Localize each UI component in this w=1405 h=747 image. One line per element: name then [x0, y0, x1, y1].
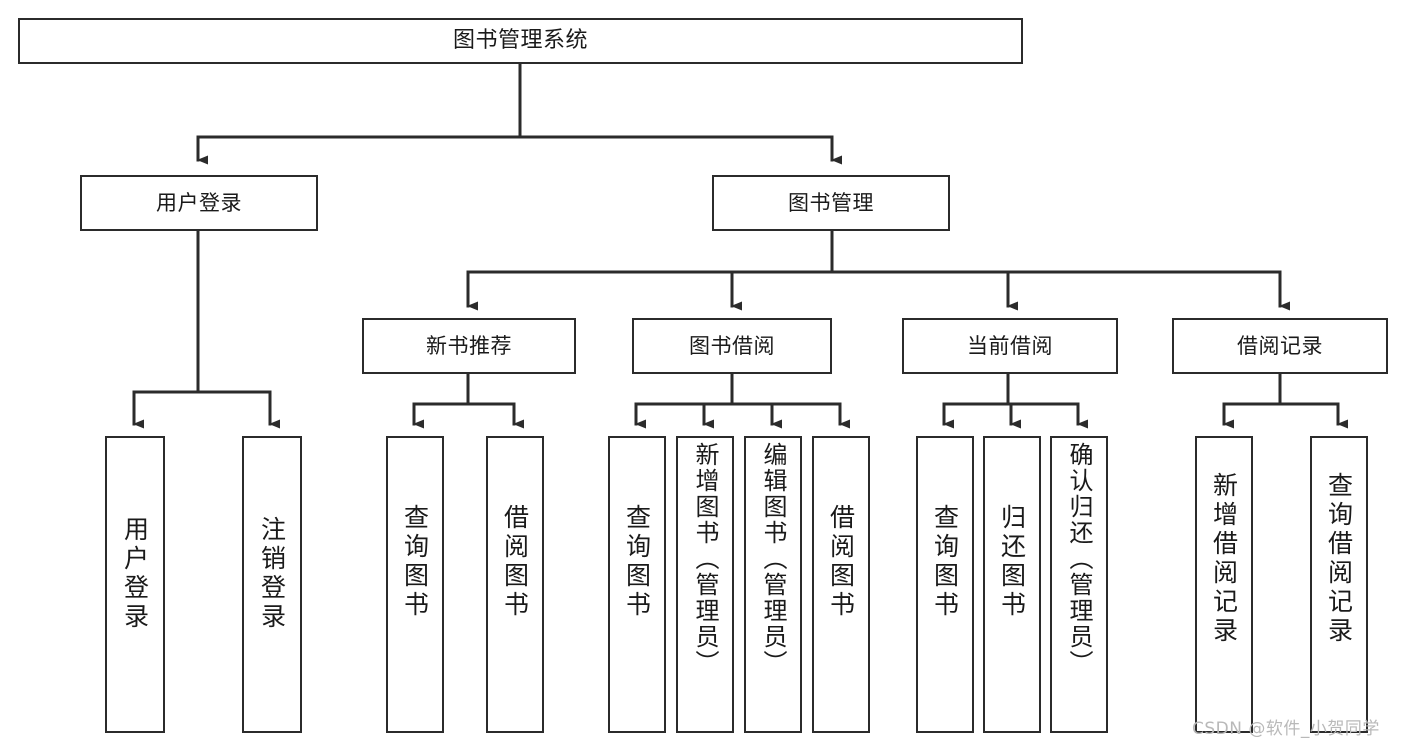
node-label: 归还图书 [997, 504, 1027, 620]
node-label: 新书推荐 [426, 333, 512, 358]
node-leaf-confirm-return-admin[interactable]: 确认归还（管理员） [1050, 436, 1108, 733]
node-root-book-management-system[interactable]: 图书管理系统 [18, 18, 1023, 64]
node-label: 查询图书 [400, 504, 430, 620]
node-leaf-return-book[interactable]: 归还图书 [983, 436, 1041, 733]
node-leaf-borrow-book-borrow[interactable]: 借阅图书 [812, 436, 870, 733]
node-label: 图书管理 [788, 190, 874, 215]
node-borrow-record[interactable]: 借阅记录 [1172, 318, 1388, 374]
node-label: 当前借阅 [967, 333, 1053, 358]
node-label: 新增图书（管理员） [691, 442, 719, 676]
node-leaf-user-logout[interactable]: 注销登录 [242, 436, 302, 733]
node-leaf-query-book-current[interactable]: 查询图书 [916, 436, 974, 733]
node-label: 确认归还（管理员） [1065, 442, 1093, 676]
node-leaf-user-login[interactable]: 用户登录 [105, 436, 165, 733]
node-label: 借阅记录 [1237, 333, 1323, 358]
node-label: 图书管理系统 [452, 28, 588, 54]
node-label: 查询图书 [622, 504, 652, 620]
node-label: 注销登录 [257, 516, 287, 632]
node-book-management[interactable]: 图书管理 [712, 175, 950, 231]
node-label: 新增借阅记录 [1209, 472, 1239, 646]
node-book-borrow[interactable]: 图书借阅 [632, 318, 832, 374]
node-label: 编辑图书（管理员） [759, 442, 787, 676]
node-leaf-query-book-new-rec[interactable]: 查询图书 [386, 436, 444, 733]
node-new-book-recommend[interactable]: 新书推荐 [362, 318, 576, 374]
node-label: 查询图书 [930, 504, 960, 620]
node-leaf-query-borrow-record[interactable]: 查询借阅记录 [1310, 436, 1368, 733]
node-label: 用户登录 [156, 190, 242, 215]
node-leaf-add-borrow-record[interactable]: 新增借阅记录 [1195, 436, 1253, 733]
node-label: 借阅图书 [500, 504, 530, 620]
node-leaf-add-book-admin[interactable]: 新增图书（管理员） [676, 436, 734, 733]
node-label: 用户登录 [120, 516, 150, 632]
csdn-watermark: CSDN @软件_小贺同学 [1192, 719, 1380, 739]
node-user-login[interactable]: 用户登录 [80, 175, 318, 231]
node-leaf-query-book-borrow[interactable]: 查询图书 [608, 436, 666, 733]
node-leaf-edit-book-admin[interactable]: 编辑图书（管理员） [744, 436, 802, 733]
node-label: 查询借阅记录 [1324, 472, 1354, 646]
node-leaf-borrow-book-new-rec[interactable]: 借阅图书 [486, 436, 544, 733]
node-label: 图书借阅 [689, 333, 775, 358]
node-label: 借阅图书 [826, 504, 856, 620]
node-current-borrow[interactable]: 当前借阅 [902, 318, 1118, 374]
